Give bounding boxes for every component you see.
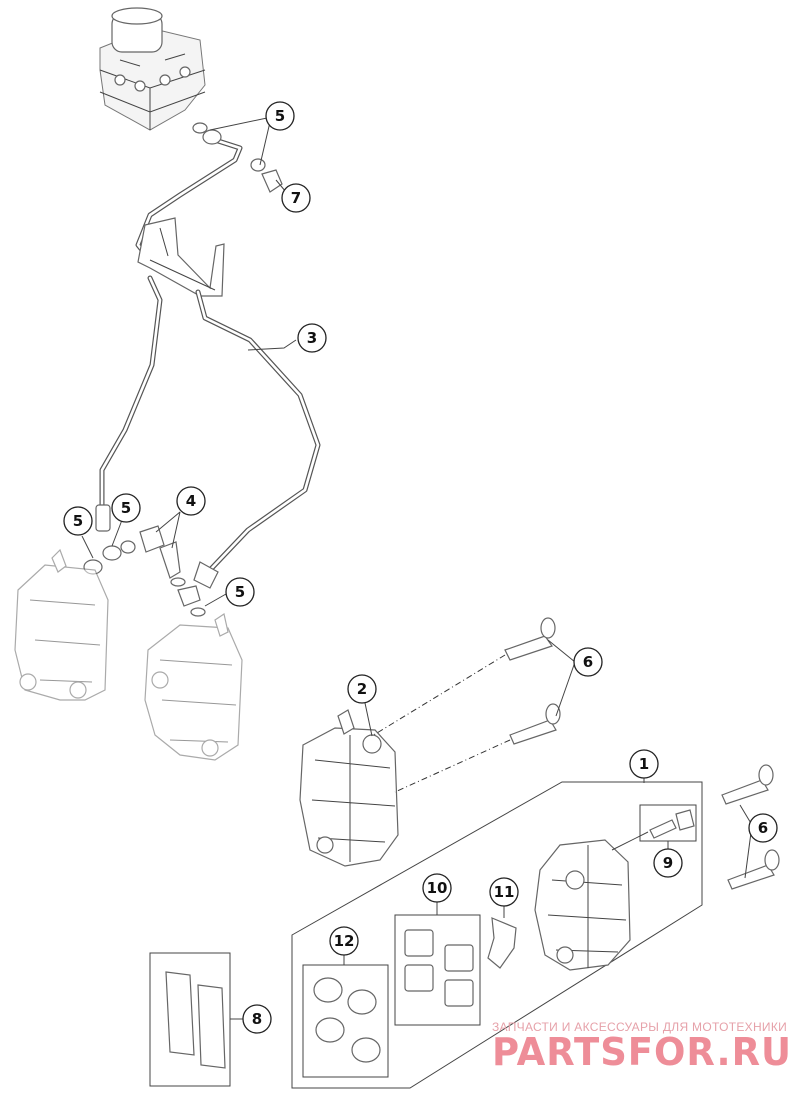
alignment-lines xyxy=(371,654,511,793)
callout-label: 5 xyxy=(235,583,245,601)
callout-10: 10 xyxy=(422,873,452,903)
callout-label: 7 xyxy=(291,189,301,207)
brake-pads-kit xyxy=(149,952,243,1087)
callout-label: 9 xyxy=(663,854,673,872)
callout-label: 4 xyxy=(186,492,196,510)
pad-spring xyxy=(487,917,517,969)
brake-caliper-2 xyxy=(299,709,399,867)
callout-5-left-a: 5 xyxy=(63,506,93,536)
callout-label: 5 xyxy=(121,499,131,517)
abs-unit xyxy=(99,7,206,131)
hose-splitter-bracket xyxy=(137,217,225,297)
callout-4: 4 xyxy=(176,486,206,516)
callout-8: 8 xyxy=(242,1004,272,1034)
callout-5-left-b: 5 xyxy=(111,493,141,523)
callout-label: 6 xyxy=(758,819,768,837)
brake-hose-right xyxy=(193,289,321,589)
callout-label: 8 xyxy=(252,1010,262,1028)
callout-1: 1 xyxy=(629,749,659,779)
callout-7: 7 xyxy=(281,183,311,213)
brake-caliper-1 xyxy=(534,839,631,971)
watermark-tagline: ЗАПЧАСТИ И АКСЕССУАРЫ ДЛЯ МОТОТЕХНИКИ xyxy=(492,1020,787,1034)
callout-label: 3 xyxy=(307,329,317,347)
callout-label: 5 xyxy=(73,512,83,530)
leader-lines xyxy=(81,117,753,965)
brake-hose-upper xyxy=(135,122,283,263)
bleeder-kit xyxy=(611,804,697,851)
banjo-fittings xyxy=(83,525,206,617)
watermark: ЗАПЧАСТИ И АКСЕССУАРЫ ДЛЯ МОТОТЕХНИКИ PA… xyxy=(492,1020,792,1074)
caliper-kit-outline xyxy=(291,781,703,1089)
pistons-kit xyxy=(394,914,481,1026)
callout-label: 5 xyxy=(275,107,285,125)
callout-5-right: 5 xyxy=(225,577,255,607)
callout-label: 11 xyxy=(494,883,515,901)
left-caliper-assembled xyxy=(14,548,109,701)
seals-kit xyxy=(302,964,389,1078)
callout-3: 3 xyxy=(297,323,327,353)
right-caliper-assembled xyxy=(144,613,243,761)
callout-5-abs: 5 xyxy=(265,101,295,131)
callout-label: 10 xyxy=(427,879,448,897)
callout-2: 2 xyxy=(347,674,377,704)
brake-hose-left xyxy=(95,275,163,532)
callout-6-lower: 6 xyxy=(748,813,778,843)
callout-11: 11 xyxy=(489,877,519,907)
watermark-brand: PARTSFOR.RU xyxy=(492,1030,792,1074)
callout-label: 1 xyxy=(639,755,649,773)
callout-9: 9 xyxy=(653,848,683,878)
caliper-bolts xyxy=(504,617,780,890)
callout-label: 12 xyxy=(334,932,355,950)
callout-label: 6 xyxy=(583,653,593,671)
callout-6-upper: 6 xyxy=(573,647,603,677)
callout-12: 12 xyxy=(329,926,359,956)
callout-label: 2 xyxy=(357,680,367,698)
